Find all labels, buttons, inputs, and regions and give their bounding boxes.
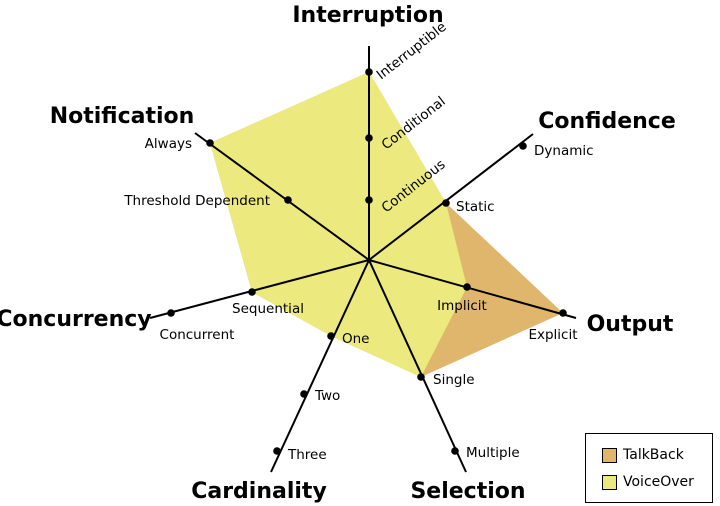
concurrency-tick-label: Sequential [232,301,304,317]
selection-tick-label: Multiple [466,445,520,461]
interruption-axis-title: Interruption [292,3,443,28]
cardinality-tick-label: One [342,331,370,347]
confidence-tick-dot [519,142,527,150]
selection-axis-title: Selection [410,479,525,504]
concurrency-axis-line [149,259,370,319]
interruption-tick-dot [365,134,373,142]
selection-tick-dot [451,447,459,455]
output-axis-title: Output [587,312,674,337]
talkback-swatch [602,447,617,463]
notification-axis-line [194,132,370,261]
cardinality-axis-line [270,259,370,473]
output-axis-line [368,259,577,319]
confidence-axis-title: Confidence [538,109,676,134]
voiceover-swatch [602,474,617,490]
notification-tick-label: Always [145,136,192,152]
cardinality-tick-label: Two [314,388,340,404]
cardinality-tick-label: Three [287,447,327,463]
interruption-tick-label: Interruptible [374,19,450,83]
cardinality-tick-dot [327,332,335,340]
voiceover-area [210,72,467,377]
output-tick-label: Implicit [437,298,487,314]
legend-label-talkback: TalkBack [623,447,684,463]
output-tick-label: Explicit [528,327,577,343]
notification-tick-dot [206,139,214,147]
notification-tick-label: Threshold Dependent [123,193,270,209]
confidence-tick-label: Static [456,199,495,215]
confidence-tick-label: Dynamic [534,143,594,159]
interruption-tick-dot [365,196,373,204]
concurrency-axis-title: Concurrency [0,307,152,332]
selection-tick-dot [417,373,425,381]
notification-axis-title: Notification [50,104,195,129]
cardinality-tick-dot [300,390,308,398]
legend-item-talkback: TalkBack [602,447,684,463]
legend-label-voiceover: VoiceOver [623,474,694,490]
confidence-axis-line [368,133,534,261]
output-tick-dot [463,283,471,291]
legend: TalkBack VoiceOver [585,433,713,503]
selection-tick-label: Single [433,372,475,388]
cardinality-tick-dot [273,447,281,455]
interruption-tick-dot [365,68,373,76]
output-tick-dot [559,309,567,317]
concurrency-tick-dot [167,309,175,317]
confidence-tick-dot [442,199,450,207]
concurrency-tick-dot [248,288,256,296]
legend-item-voiceover: VoiceOver [602,474,694,490]
cardinality-axis-title: Cardinality [191,479,327,504]
concurrency-tick-label: Concurrent [160,327,235,343]
notification-tick-dot [284,196,292,204]
selection-axis-line [368,259,467,473]
